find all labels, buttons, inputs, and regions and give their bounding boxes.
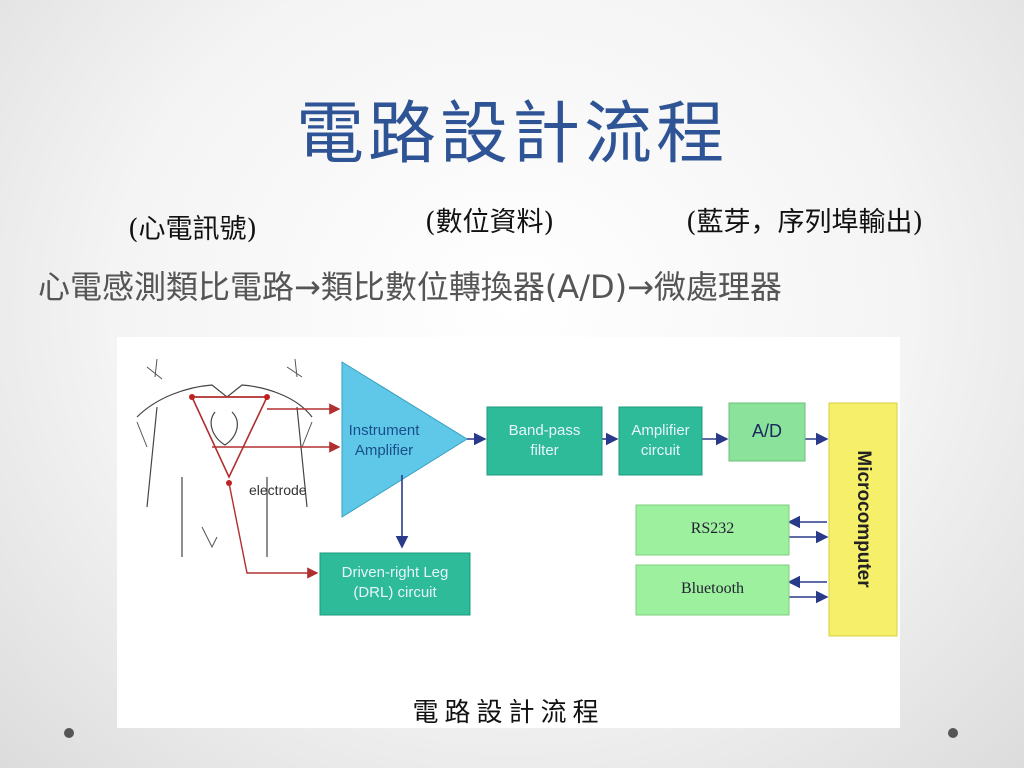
drl-circuit-box [319,552,471,616]
circuit-diagram-figure: electrode Instrument Amplifier Band-pass… [117,337,900,728]
figure-caption: 電路設計流程 [412,698,605,728]
lead-markers [136,358,313,549]
amplifier-circuit-label: Amplifier circuit [631,422,690,459]
microcomputer-box [828,402,898,637]
subtitle-digital-data: (數位資料) [425,207,555,238]
subtitle-ecg-signal: (心電訊號) [128,214,258,245]
bluetooth-label: Bluetooth [680,580,745,597]
right-decor-dot [948,728,958,738]
band-pass-filter-box [486,406,603,476]
ad-box [728,402,806,462]
circuit-diagram-svg: electrode [136,358,898,637]
band-pass-filter-label: Band-pass filter [508,422,581,459]
einthoven-triangle [190,396,269,479]
microcomputer-label: Microcomputer [853,450,874,588]
ad-label: A/D [751,421,782,441]
instrument-amplifier-label: Instrument Amplifier [348,422,420,459]
instrument-amplifier-triangle [341,361,468,518]
flow-text: 心電感測類比電路→類比數位轉換器(A/D)→微處理器 [38,268,782,306]
arrow-to-drl [228,482,319,579]
electrode-points [189,394,270,486]
drl-circuit-label: Driven-right Leg (DRL) circuit [341,564,449,601]
subtitle-bluetooth-serial: (藍芽，序列埠輸出) [686,207,924,238]
left-decor-dot [64,728,74,738]
torso-sketch [136,384,313,557]
amplifier-circuit-box [618,406,703,476]
rs232-box [635,504,790,556]
electrode-label: electrode [249,482,307,498]
slide-title: 電路設計流程 [295,95,728,174]
rs232-label: RS232 [690,520,735,537]
bluetooth-box [635,564,790,616]
